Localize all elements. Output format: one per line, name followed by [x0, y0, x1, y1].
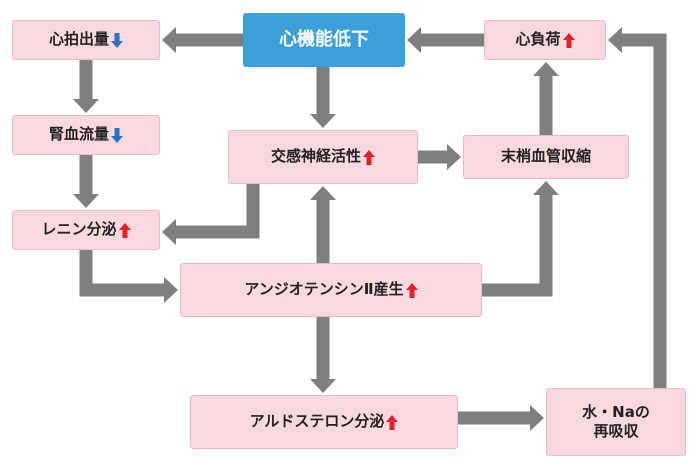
- node-cardiac-dysfunction: 心機能低下: [243, 13, 405, 67]
- arrow-head: [407, 27, 421, 53]
- arrow-shaft: [622, 33, 667, 388]
- arrow-angiotensin-to-vasoconstriction: [482, 181, 559, 297]
- increase-arrow-icon: [363, 149, 375, 165]
- node-label: 心負荷: [515, 30, 561, 49]
- arrow-water-na-to-load: [608, 27, 667, 388]
- arrow-shaft: [79, 250, 164, 297]
- arrow-dysfunction-to-output: [162, 27, 243, 53]
- arrow-dysfunction-to-sympathetic: [310, 67, 336, 128]
- arrow-head: [162, 27, 176, 53]
- arrow-head: [533, 62, 559, 76]
- arrow-shaft: [482, 195, 553, 297]
- node-label: 末梢血管収縮: [500, 147, 591, 166]
- arrow-sympathetic-to-renin: [162, 184, 260, 245]
- decrease-arrow-icon: [111, 32, 123, 48]
- arrow-sympathetic-to-vasoconstriction: [418, 144, 461, 170]
- node-label-line-2: 再吸収: [593, 422, 639, 440]
- node-label: 心拍出量: [48, 30, 109, 49]
- arrow-vasoconstriction-to-load: [533, 62, 559, 135]
- arrow-aldosterone-to-water-na: [458, 405, 544, 431]
- node-label: 心機能低下: [279, 29, 369, 51]
- node-label-line-1: 水・Naの: [582, 402, 650, 421]
- node-aldosterone-secretion: アルドステロン分泌: [190, 395, 458, 449]
- arrow-load-to-dysfunction: [407, 27, 484, 53]
- increase-arrow-icon: [405, 282, 418, 298]
- arrow-head: [73, 194, 99, 208]
- node-peripheral-vasoconstriction: 末梢血管収縮: [463, 135, 629, 179]
- node-label: レニン分泌: [41, 220, 117, 239]
- arrow-head: [162, 219, 176, 245]
- arrow-renin-to-angiotensin: [79, 250, 178, 303]
- node-label: 交感神経活性: [270, 147, 361, 166]
- arrow-head: [608, 27, 622, 53]
- arrow-output-to-renal: [73, 60, 99, 113]
- node-label: 腎血流量: [48, 125, 109, 144]
- arrow-head: [530, 405, 544, 431]
- arrow-angiotensin-to-sympathetic: [310, 186, 336, 263]
- arrow-shaft: [176, 184, 260, 239]
- increase-arrow-icon: [118, 222, 131, 238]
- arrow-head: [533, 181, 559, 195]
- node-water-sodium-reabsorption: 水・Naの 再吸収: [546, 388, 686, 456]
- node-label-group: 水・Naの 再吸収: [582, 403, 650, 442]
- node-cardiac-load: 心負荷: [484, 20, 606, 60]
- node-label: アルドステロン分泌: [249, 412, 385, 431]
- arrow-head: [73, 99, 99, 113]
- decrease-arrow-icon: [111, 127, 123, 143]
- arrow-angiotensin-to-aldosterone: [310, 317, 336, 393]
- node-cardiac-output: 心拍出量: [12, 20, 160, 60]
- node-renal-blood-flow: 腎血流量: [12, 115, 160, 155]
- arrow-head: [310, 379, 336, 393]
- arrow-head: [447, 144, 461, 170]
- arrow-head: [310, 186, 336, 200]
- arrow-head: [310, 114, 336, 128]
- increase-arrow-icon: [562, 32, 575, 48]
- increase-arrow-icon: [386, 414, 399, 430]
- node-renin-secretion: レニン分泌: [12, 210, 160, 250]
- arrow-renal-to-renin: [73, 155, 99, 208]
- node-label: アンジオテンシンⅡ産生: [244, 280, 404, 299]
- arrow-head: [164, 277, 178, 303]
- node-sympathetic-activity: 交感神経活性: [228, 130, 418, 184]
- node-angiotensin-production: アンジオテンシンⅡ産生: [180, 263, 482, 317]
